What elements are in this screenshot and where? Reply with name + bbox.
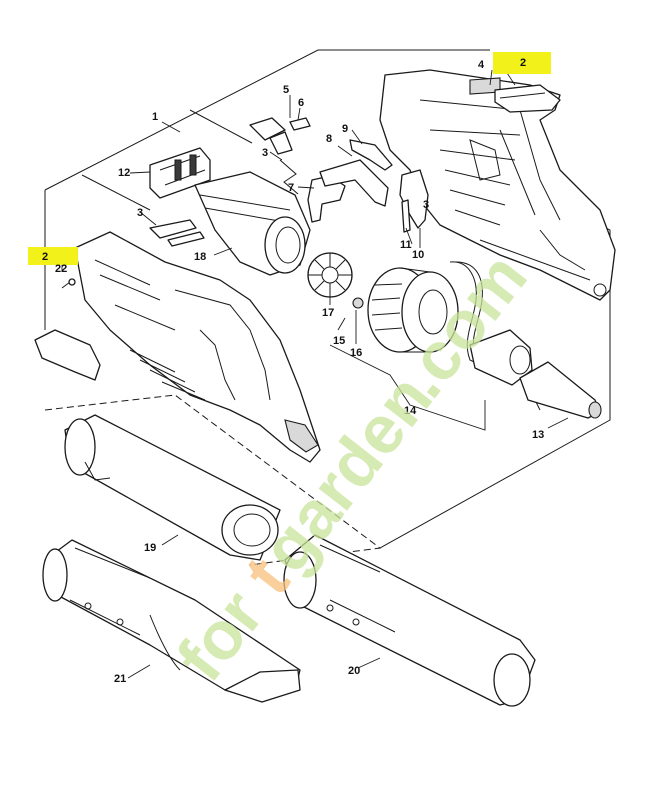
label-part-9: 9 bbox=[342, 123, 348, 135]
part-number-labels: 1 2 2 3 3 3 4 5 6 7 8 9 10 11 12 13 14 1… bbox=[42, 57, 544, 685]
label-part-3-left: 3 bbox=[137, 207, 143, 219]
label-part-18: 18 bbox=[194, 251, 206, 263]
label-part-6: 6 bbox=[298, 97, 304, 109]
label-part-2-left: 2 bbox=[42, 251, 48, 263]
spring-part-3-left bbox=[149, 219, 197, 239]
label-part-10: 10 bbox=[412, 249, 424, 261]
label-part-21: 21 bbox=[114, 673, 126, 685]
label-part-17: 17 bbox=[322, 307, 334, 319]
motor-part-15 bbox=[367, 267, 459, 353]
spring-part-3-top bbox=[279, 159, 299, 195]
handle-grip bbox=[34, 329, 101, 381]
assembly-frame-inner bbox=[81, 174, 151, 211]
fan-part-17 bbox=[307, 252, 353, 298]
label-part-8: 8 bbox=[326, 133, 332, 145]
label-part-19: 19 bbox=[144, 542, 156, 554]
label-part-20: 20 bbox=[348, 665, 360, 677]
label-part-15: 15 bbox=[333, 335, 345, 347]
highlight-part-2-left bbox=[28, 247, 78, 265]
label-part-14: 14 bbox=[404, 405, 417, 417]
label-part-22: 22 bbox=[55, 263, 67, 275]
label-part-13: 13 bbox=[532, 429, 544, 441]
screw-part-22 bbox=[61, 278, 76, 289]
highlight-part-2-top bbox=[493, 52, 551, 74]
label-part-2-top: 2 bbox=[520, 57, 526, 69]
motor-shroud-part-18 bbox=[194, 171, 311, 276]
nozzle-cap-part-13 bbox=[519, 361, 602, 419]
contact-block-part-12 bbox=[149, 147, 211, 199]
nut-part-16 bbox=[352, 297, 364, 309]
label-part-3-right: 3 bbox=[423, 199, 429, 211]
assembly-frame-top bbox=[44, 49, 490, 191]
label-part-16: 16 bbox=[350, 347, 362, 359]
assembly-frame-bracket bbox=[189, 109, 253, 144]
switch-part-5 bbox=[249, 117, 293, 155]
label-part-5: 5 bbox=[283, 84, 289, 96]
lever-part-9 bbox=[349, 139, 393, 171]
tube-part-19 bbox=[64, 414, 281, 561]
lever-part-8 bbox=[319, 159, 389, 207]
latch-part-2 bbox=[494, 84, 561, 113]
nozzle-tube-part-20 bbox=[283, 534, 536, 707]
capacitor-module bbox=[469, 329, 533, 386]
leader-lines bbox=[61, 69, 569, 679]
trigger-part-10 bbox=[399, 169, 429, 229]
label-part-11: 11 bbox=[400, 239, 412, 251]
label-part-1: 1 bbox=[152, 111, 158, 123]
label-part-4: 4 bbox=[478, 59, 485, 71]
clip-part-6 bbox=[289, 117, 311, 131]
label-part-12: 12 bbox=[118, 167, 130, 179]
housing-half-left bbox=[74, 231, 321, 463]
label-part-7: 7 bbox=[288, 182, 294, 194]
flat-nozzle-part-21 bbox=[42, 539, 301, 703]
pin-part-11 bbox=[401, 199, 411, 233]
motor-wires bbox=[449, 261, 491, 371]
label-part-3-top: 3 bbox=[262, 147, 268, 159]
spring-part-3-left-b bbox=[167, 231, 205, 247]
